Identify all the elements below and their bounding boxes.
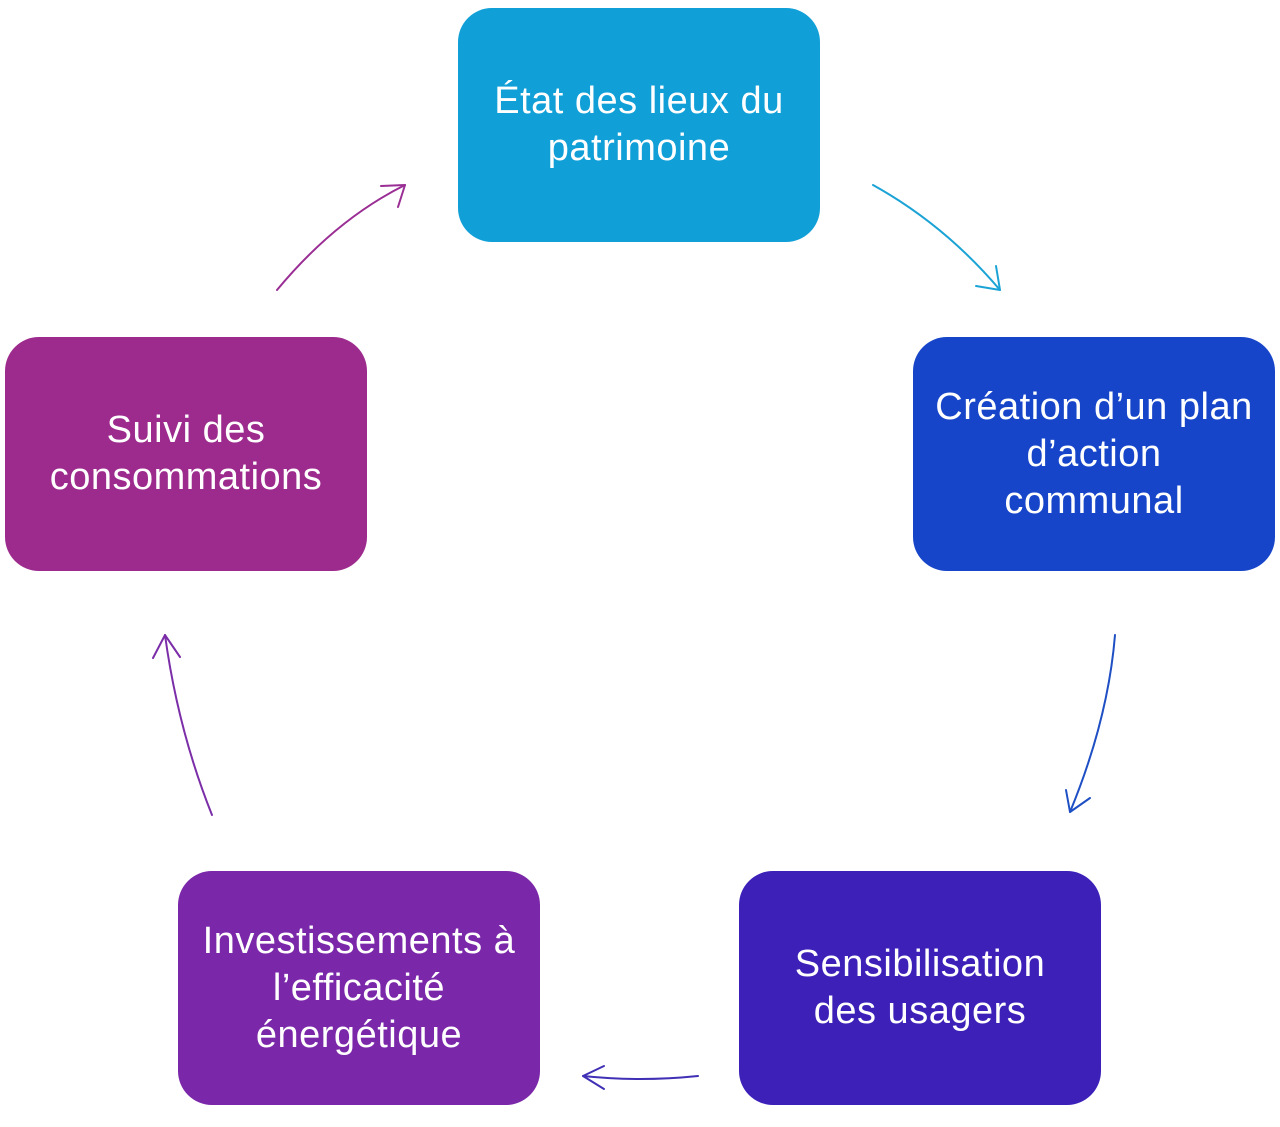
- step-label: État des lieux du patrimoine: [494, 80, 784, 169]
- step-investissements: Investissements à l’efficacité énergétiq…: [178, 871, 540, 1105]
- step-label: Création d’un plan d’action communal: [935, 385, 1253, 522]
- step-label: Investissements à l’efficacité énergétiq…: [202, 919, 516, 1056]
- step-label: Sensibilisation des usagers: [794, 943, 1046, 1032]
- arrow-2-to-3: [1065, 634, 1116, 813]
- step-label: Suivi des consommations: [49, 409, 323, 498]
- step-plan-action: Création d’un plan d’action communal: [913, 337, 1275, 571]
- step-sensibilisation: Sensibilisation des usagers: [739, 871, 1101, 1105]
- arrow-3-to-4: [582, 1065, 699, 1090]
- arrow-1-to-2: [872, 184, 1001, 291]
- step-suivi: Suivi des consommations: [5, 337, 367, 571]
- step-etat-des-lieux: État des lieux du patrimoine: [458, 8, 820, 242]
- arrow-4-to-5: [152, 634, 213, 816]
- arrow-5-to-1: [276, 184, 406, 291]
